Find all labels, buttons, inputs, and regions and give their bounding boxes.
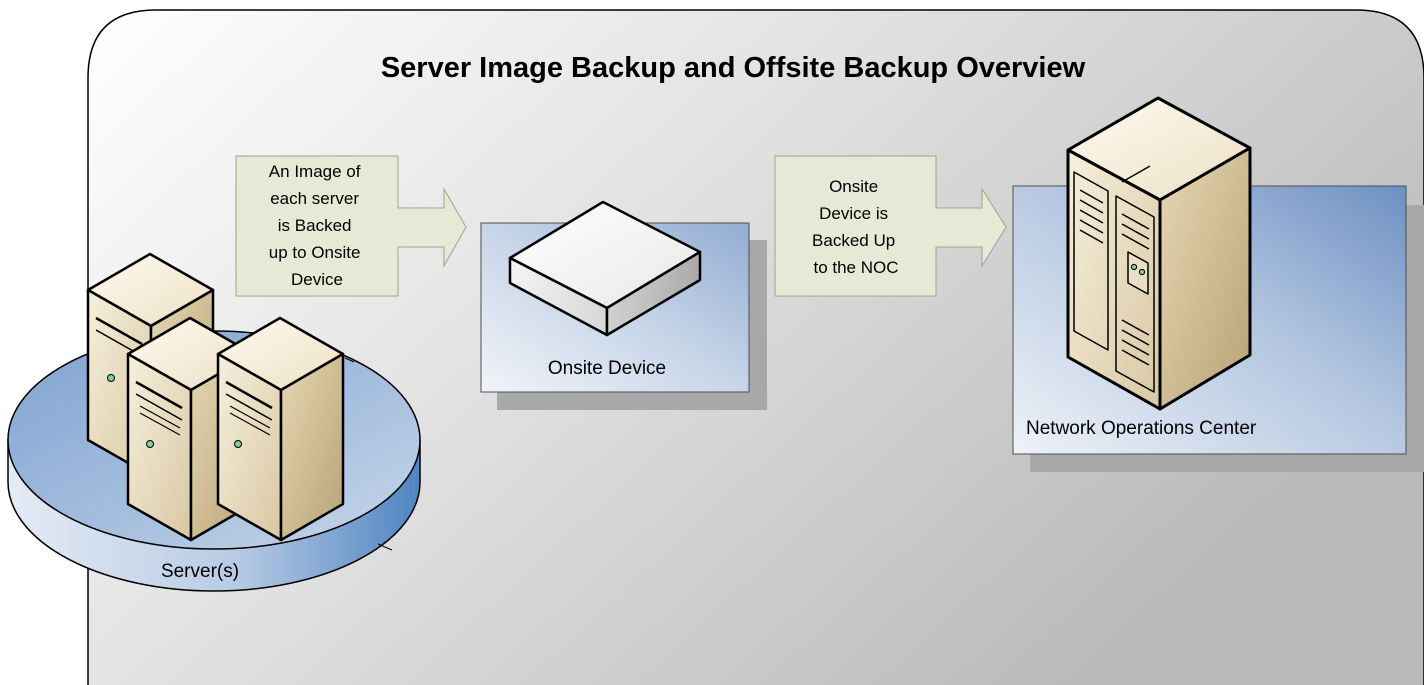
server-icon-3 xyxy=(216,316,345,542)
servers-group: Server(s) xyxy=(7,252,421,592)
appliance-icon xyxy=(508,200,702,337)
onsite-device-group: Onsite Device xyxy=(480,200,767,410)
callout-2-text: Onsite Device is Backed Up to the NOC xyxy=(812,177,900,277)
servers-label: Server(s) xyxy=(161,561,239,582)
onsite-device-label: Onsite Device xyxy=(548,358,666,379)
callout-1-text: An Image of each server is Backed up to … xyxy=(269,162,365,289)
noc-group: Network Operations Center xyxy=(1012,96,1424,472)
noc-server-icon xyxy=(1066,96,1252,411)
noc-label: Network Operations Center xyxy=(1026,418,1257,439)
callout-arrow-offsite-backup: Onsite Device is Backed Up to the NOC xyxy=(774,155,1007,297)
callout-arrow-image-backup: An Image of each server is Backed up to … xyxy=(235,155,467,297)
diagram-title: Server Image Backup and Offsite Backup O… xyxy=(381,52,1086,84)
